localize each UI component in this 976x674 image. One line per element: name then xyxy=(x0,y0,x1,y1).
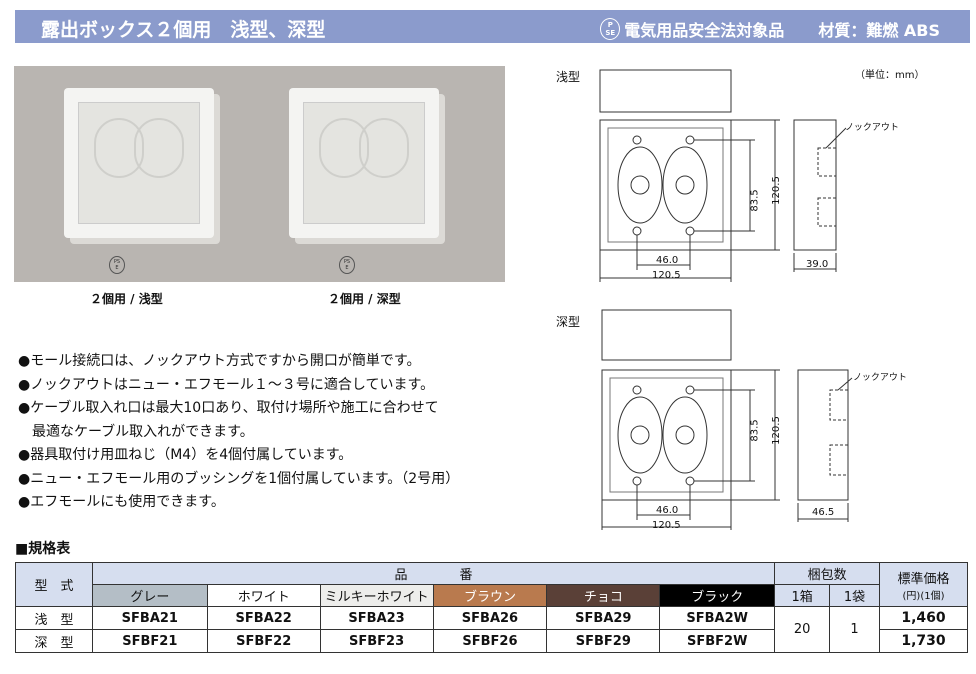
dim-46: 46.0 xyxy=(656,505,679,516)
deep-label: 深型 xyxy=(556,315,581,329)
part-number: SFBF23 xyxy=(319,629,434,653)
feature-item: ●ニュー・エフモール用のブッシングを1個付属しています。（2号用） xyxy=(18,470,460,487)
title-banner: 露出ボックス２個用 浅型、深型 PSE 電気用品安全法対象品 材質：難燃 ABS xyxy=(15,10,970,43)
feature-item: ●モール接続口は、ノックアウト方式ですから開口が簡単です。 xyxy=(18,353,421,369)
color-black: ブラック xyxy=(659,584,776,607)
dim-120-5: 120.5 xyxy=(652,520,681,531)
header-box: 1箱 xyxy=(774,584,831,607)
table-row: 深 型 SFBF21 SFBF22 SFBF23 SFBF26 SFBF29 S… xyxy=(15,629,968,653)
knockout-label: ノックアウト xyxy=(853,373,907,383)
color-brown: ブラウン xyxy=(432,584,548,607)
row-type: 浅 型 xyxy=(15,606,93,630)
dimension-drawings xyxy=(599,69,853,530)
price-unit: (円)(1個) xyxy=(902,590,945,602)
box-count: 20 xyxy=(774,606,831,653)
pse-text: 電気用品安全法対象品 xyxy=(624,21,785,40)
dim-46-5: 46.5 xyxy=(812,507,835,518)
part-number: SFBA23 xyxy=(319,606,434,630)
part-number: SFBF26 xyxy=(432,629,548,653)
price: 1,730 xyxy=(879,629,968,653)
price: 1,460 xyxy=(879,606,968,630)
color-milky-white: ミルキーホワイト xyxy=(319,584,434,607)
deep-drawing xyxy=(601,309,853,530)
part-number: SFBA26 xyxy=(432,606,548,630)
pse-mark-text: PSE xyxy=(605,21,616,37)
dim-39: 39.0 xyxy=(806,259,829,270)
feature-list: ●モール接続口は、ノックアウト方式ですから開口が簡単です。 ●ノックアウトはニュ… xyxy=(18,350,459,515)
table-row: 浅 型 SFBA21 SFBA22 SFBA23 SFBA26 SFBA29 S… xyxy=(15,606,968,653)
part-number: SFBF22 xyxy=(206,629,321,653)
unit-label: （単位：mm） xyxy=(855,70,925,81)
feature-item: ●ケーブル取入れ口は最大10口あり、取付け場所や施工に合わせて xyxy=(18,400,439,416)
page-title: 露出ボックス２個用 浅型、深型 xyxy=(41,19,326,41)
color-choco: チョコ xyxy=(546,584,661,607)
part-number: SFBA2W xyxy=(659,606,776,630)
header-bag: 1袋 xyxy=(829,584,880,607)
feature-item: ●エフモールにも使用できます。 xyxy=(18,494,225,510)
row-type: 深 型 xyxy=(15,629,93,653)
spec-title: ■規格表 xyxy=(15,541,71,557)
dim-120-5: 120.5 xyxy=(652,270,681,281)
knockout-label: ノックアウト xyxy=(845,123,899,133)
dim-120-5: 120.5 xyxy=(770,416,782,445)
header-pack: 梱包数 xyxy=(774,562,880,585)
shallow-box-image xyxy=(64,88,214,238)
part-number: SFBA21 xyxy=(91,606,208,630)
feature-item: ●器具取付け用皿ねじ（M4）を4個付属しています。 xyxy=(18,447,353,463)
dim-83-5: 83.5 xyxy=(749,189,761,212)
spec-table: 型 式 品 番 梱包数 標準価格 (円)(1個) グレー ホワイト ミルキーホワイ… xyxy=(15,562,968,653)
color-white: ホワイト xyxy=(206,584,321,607)
header-part-number: 品 番 xyxy=(91,562,776,585)
color-gray: グレー xyxy=(91,584,208,607)
header-type: 型 式 xyxy=(15,562,93,607)
part-number: SFBF21 xyxy=(91,629,208,653)
bag-count: 1 xyxy=(829,606,880,653)
photo-caption: ２個用 / 深型 xyxy=(328,292,401,306)
dim-120-5: 120.5 xyxy=(770,176,782,205)
part-number: SFBA29 xyxy=(546,606,661,630)
deep-box-image xyxy=(289,88,439,238)
photo-caption: ２個用 / 浅型 xyxy=(90,292,163,306)
price-label: 標準価格 xyxy=(897,571,950,587)
part-number: SFBF29 xyxy=(546,629,661,653)
feature-item: ●ノックアウトはニュー・エフモール１～３号に適合しています。 xyxy=(18,376,435,393)
dim-46: 46.0 xyxy=(656,255,679,266)
material-text: 材質：難燃 ABS xyxy=(818,21,940,40)
shallow-drawing xyxy=(599,69,847,282)
shallow-label: 浅型 xyxy=(556,70,581,84)
header-price: 標準価格 (円)(1個) xyxy=(879,562,968,607)
pse-mark-icon: PSE xyxy=(600,18,621,40)
feature-item: 最適なケーブル取入れができます。 xyxy=(32,423,254,440)
part-number: SFBA22 xyxy=(206,606,321,630)
part-number: SFBF2W xyxy=(659,629,776,653)
dim-83-5: 83.5 xyxy=(749,419,761,442)
